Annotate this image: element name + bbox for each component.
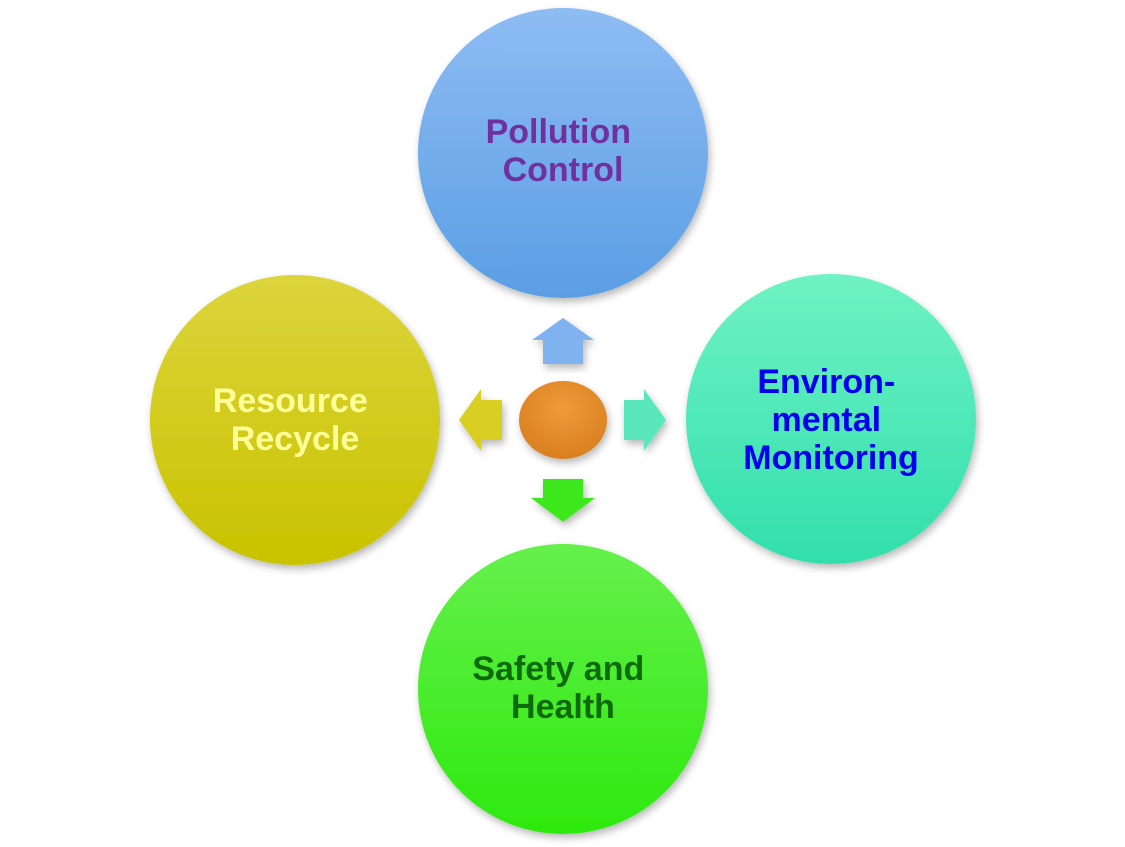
hub-circle (519, 381, 607, 459)
node-environmental-monitoring-line-3: Monitoring (743, 439, 919, 477)
node-environmental-monitoring-line-2: mental (771, 401, 881, 439)
node-pollution-control-line-1: Pollution (486, 113, 631, 151)
node-pollution-control-label: Pollution Control (486, 113, 641, 189)
node-environmental-monitoring-line-1: Environ- (757, 363, 895, 401)
node-safety-and-health-line-2: Health (511, 688, 615, 726)
arrow-left-icon (459, 389, 502, 451)
node-resource-recycle-line-2: Recycle (231, 420, 360, 458)
node-safety-and-health-label: Safety and Health (472, 650, 653, 726)
node-resource-recycle: Resource Recycle (150, 275, 440, 565)
node-environmental-monitoring-label: Environ- mental Monitoring (743, 363, 919, 477)
node-pollution-control-circle (418, 8, 708, 298)
node-environmental-monitoring-circle (686, 274, 976, 564)
node-resource-recycle-label: Resource Recycle (213, 382, 377, 458)
node-resource-recycle-circle (150, 275, 440, 565)
arrow-right-icon (624, 389, 666, 451)
node-environmental-monitoring: Environ- mental Monitoring (686, 274, 976, 564)
node-safety-and-health-circle (418, 544, 708, 834)
arrow-down-icon (531, 479, 595, 522)
node-resource-recycle-line-1: Resource (213, 382, 368, 420)
node-pollution-control: Pollution Control (418, 8, 708, 298)
node-safety-and-health-line-1: Safety and (472, 650, 644, 688)
arrow-up-icon (532, 318, 594, 364)
node-safety-and-health: Safety and Health (418, 544, 708, 834)
node-pollution-control-line-2: Control (503, 151, 624, 189)
